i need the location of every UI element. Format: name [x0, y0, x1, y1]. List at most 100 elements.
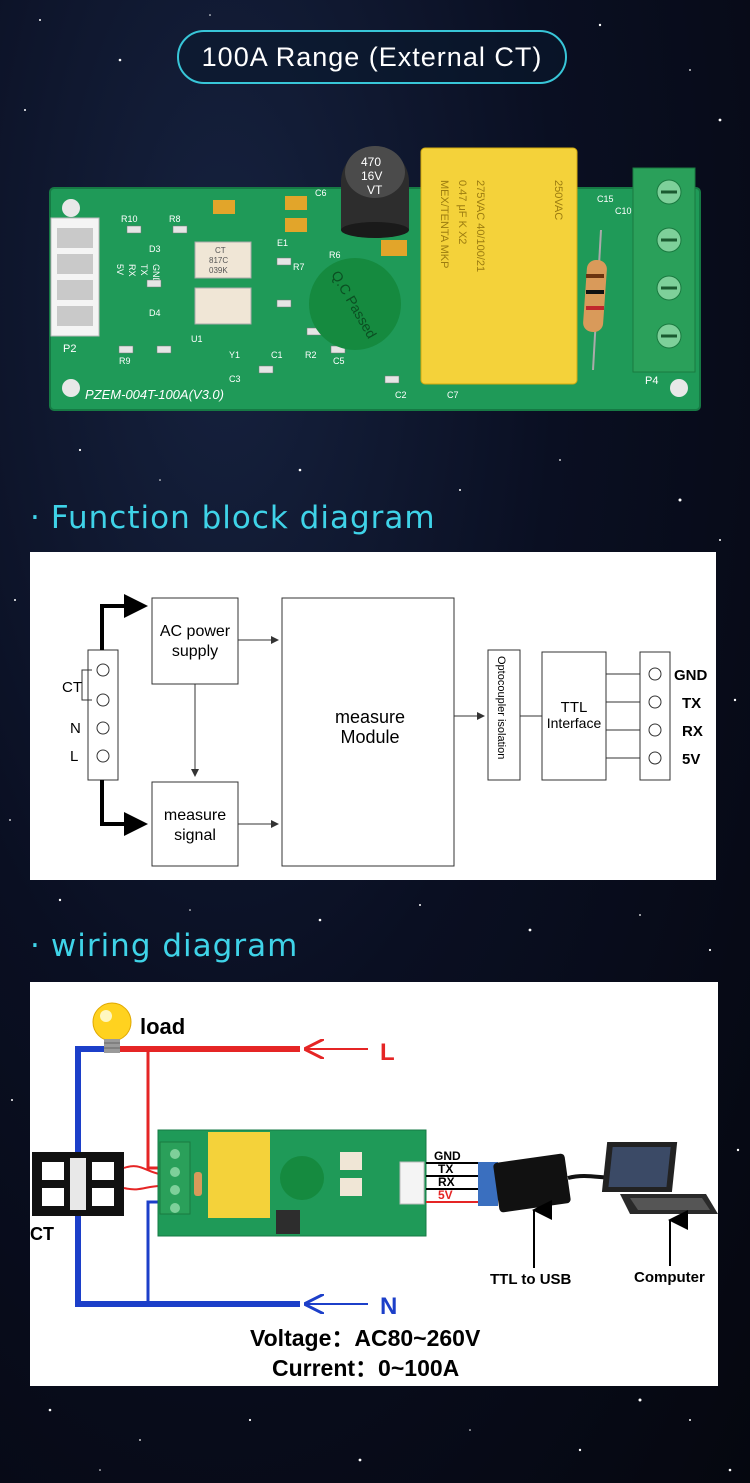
title-bullet: · — [30, 500, 41, 536]
function-block-diagram: CT N L AC power supply measure signal me… — [62, 594, 708, 867]
ct-wire-2 — [123, 1185, 161, 1191]
output-wires — [606, 673, 640, 759]
function-block-title: ·Function block diagram — [30, 500, 436, 536]
range-title-pill: 100A Range (External CT) — [177, 30, 567, 84]
label-c3: C3 — [229, 374, 241, 384]
cap-text-vt: VT — [367, 183, 383, 197]
board-label: PZEM-004T-100A(V3.0) — [85, 387, 224, 402]
ttl-line1: TTL — [561, 699, 588, 716]
pin-label-gnd: GND — [151, 264, 161, 285]
function-block-title-text: Function block diagram — [50, 500, 436, 536]
label-d4: D4 — [149, 308, 161, 318]
pin-label-tx: TX — [139, 264, 149, 276]
ct-bracket — [81, 669, 92, 701]
opto-text-039k: 039K — [209, 266, 228, 275]
measure-signal-line2: signal — [174, 827, 216, 844]
p4-label: P4 — [645, 375, 658, 387]
neutral-label: N — [380, 1293, 397, 1320]
ct-sensor — [32, 1152, 124, 1216]
measure-signal-line1: measure — [164, 807, 226, 824]
label-c7: C7 — [447, 390, 459, 400]
ttl-interface-block — [541, 651, 607, 781]
label-y1: Y1 — [229, 350, 240, 360]
cap-text-470: 470 — [361, 155, 381, 169]
signal-5v: 5V — [438, 1188, 453, 1202]
neutral-to-module — [146, 1200, 160, 1304]
label-c15: C15 — [597, 194, 614, 204]
title-bullet: · — [30, 928, 41, 964]
terminal-n: N — [70, 720, 81, 737]
terminal-ct: CT — [62, 679, 82, 696]
label-d3: D3 — [149, 244, 161, 254]
measure-module-block — [281, 597, 455, 867]
film-capacitor: MEX/TENTA MKP 0.47 μF K X2 275VAC 40/100… — [420, 147, 578, 385]
ct-wire-1 — [123, 1165, 161, 1175]
output-tx: TX — [682, 695, 701, 712]
label-r7: R7 — [293, 262, 305, 272]
wiring-title-text: wiring diagram — [50, 928, 299, 964]
voltage-spec: Voltage：AC80~260V — [250, 1325, 481, 1351]
ttl-line2: Interface — [547, 715, 602, 731]
input-terminal-holes — [96, 663, 110, 763]
wiring-title: ·wiring diagram — [30, 928, 298, 964]
ac-power-line1: AC power — [160, 623, 231, 640]
label-c10: C10 — [615, 206, 632, 216]
ttl-usb-label: TTL to USB — [490, 1271, 572, 1288]
qc-passed-stamp: Q.C Passed — [309, 258, 401, 350]
laptop-icon — [601, 1142, 718, 1214]
ac-power-supply-block — [151, 597, 239, 685]
optocoupler-label: Optocoupler isolation — [495, 656, 507, 759]
ac-power-line2: supply — [172, 643, 218, 660]
p2-label: P2 — [63, 343, 76, 355]
function-block-panel: CT N L AC power supply measure signal me… — [30, 552, 716, 880]
arrow-to-ac-power — [100, 594, 148, 650]
load-label: load — [140, 1014, 185, 1039]
current-spec: Current：0~100A — [272, 1355, 459, 1381]
terminal-l: L — [70, 748, 78, 765]
label-c2: C2 — [395, 390, 407, 400]
label-u1: U1 — [191, 334, 203, 344]
bulb-icon — [92, 1002, 132, 1053]
label-r6: R6 — [329, 250, 341, 260]
pin-label-5v: 5V — [115, 264, 125, 275]
pin-label-rx: RX — [127, 264, 137, 277]
label-r8: R8 — [169, 214, 181, 224]
signal-wires — [426, 1162, 478, 1203]
film-cap-text-4: 250VAC — [552, 180, 564, 220]
wiring-panel: load L N CT GND TX RX 5V — [30, 982, 718, 1386]
opto-text-ct: CT — [215, 246, 226, 255]
output-5v: 5V — [682, 751, 700, 768]
label-c5: C5 — [333, 356, 345, 366]
p4-terminal-block: P4 — [632, 167, 696, 387]
measure-module-line1: measure — [335, 707, 405, 727]
range-title: 100A Range (External CT) — [201, 41, 543, 72]
pzem-module — [157, 1129, 427, 1237]
label-e1: E1 — [277, 238, 288, 248]
tantalum-caps — [213, 196, 407, 256]
ct-label: CT — [30, 1224, 54, 1244]
label-r10: R10 — [121, 214, 138, 224]
signal-tx: TX — [438, 1162, 453, 1176]
film-cap-text-2: 0.47 μF K X2 — [456, 180, 468, 244]
line-to-module — [146, 1049, 160, 1170]
pcb-module-illustration: 5V RX TX GND P2 CT 817C 039K R10 R8 D3 C… — [49, 146, 701, 411]
label-r2: R2 — [305, 350, 317, 360]
film-cap-text-3: 275VAC 40/100/21 — [474, 180, 486, 272]
signal-rx: RX — [438, 1175, 455, 1189]
optocoupler-2 — [194, 287, 252, 325]
resistor — [583, 229, 607, 371]
signal-gnd: GND — [434, 1149, 461, 1163]
wiring-diagram: load L N CT GND TX RX 5V — [30, 1002, 718, 1381]
arrow-to-measure-signal — [100, 780, 148, 836]
optocoupler-isolation-block — [487, 649, 521, 781]
opto-text-817c: 817C — [209, 256, 228, 265]
cap-text-16v: 16V — [361, 169, 382, 183]
measure-signal-block — [151, 781, 239, 867]
label-c1: C1 — [271, 350, 283, 360]
output-rx: RX — [682, 723, 703, 740]
film-cap-text-1: MEX/TENTA MKP — [438, 180, 450, 268]
electrolytic-capacitor: 470 16V VT — [341, 146, 409, 238]
label-c6: C6 — [315, 188, 327, 198]
optocoupler-1 — [194, 241, 252, 279]
